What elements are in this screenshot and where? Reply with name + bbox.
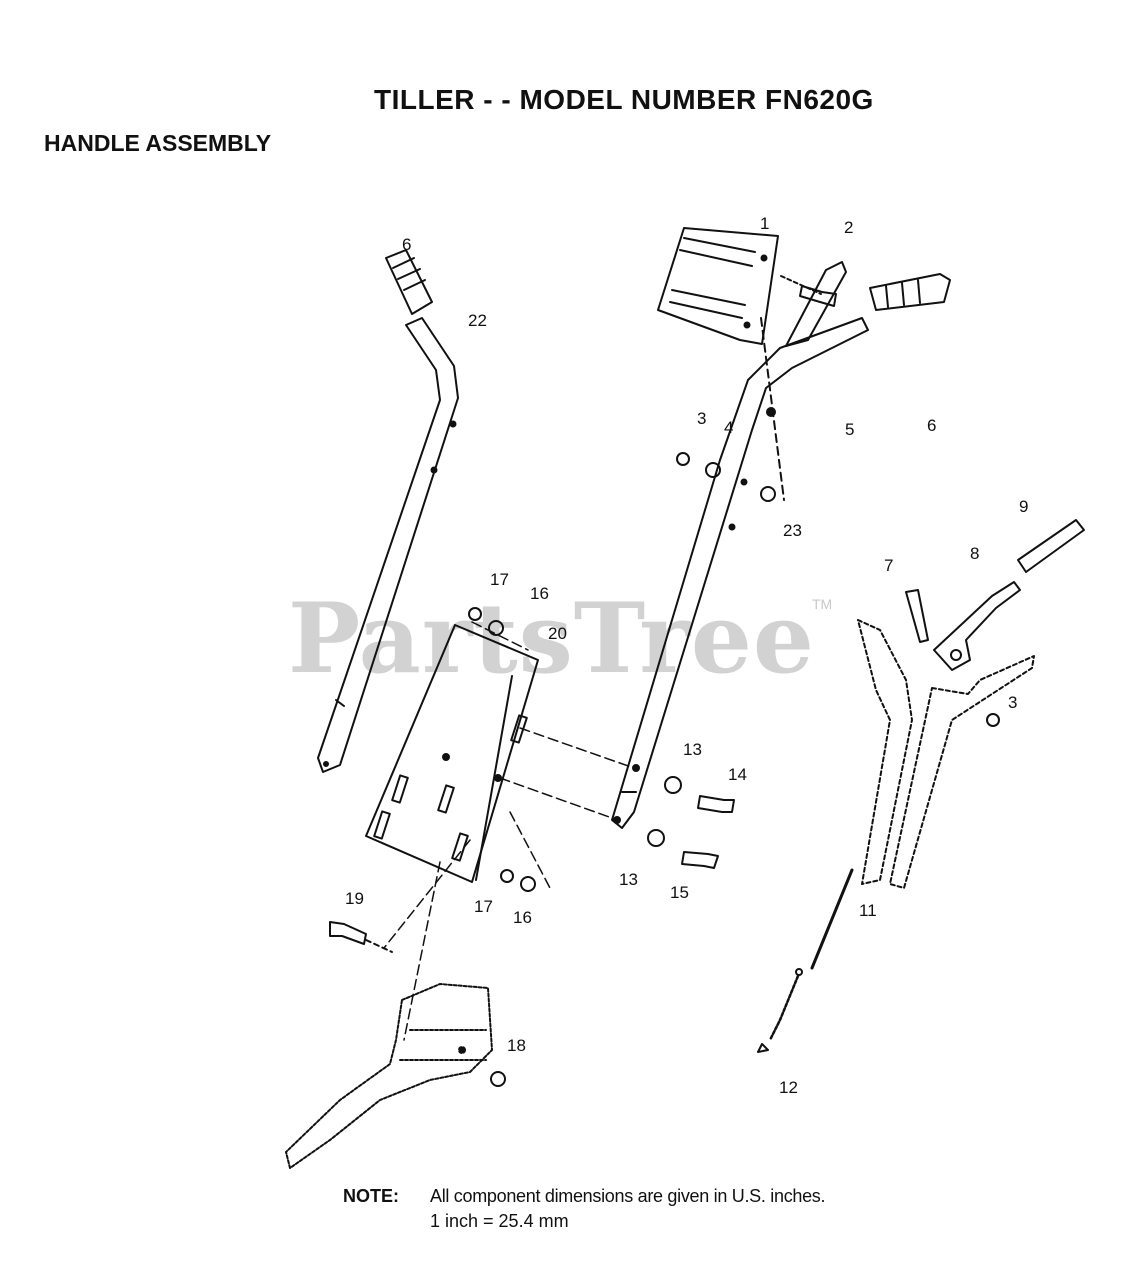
callout-9: 9 [1019, 497, 1029, 516]
callout-1: 1 [760, 214, 770, 233]
callout-13-bottom: 13 [619, 870, 638, 889]
callout-12: 12 [779, 1078, 798, 1097]
watermark: PartsTree [288, 582, 815, 695]
callout-22: 22 [468, 311, 487, 330]
tiller-frame-housing [285, 983, 493, 1169]
note-label: NOTE: [343, 1186, 399, 1206]
callout-14: 14 [728, 765, 747, 784]
note-text-line-1: All component dimensions are given in U.… [430, 1186, 826, 1206]
callout-3-right: 3 [1008, 693, 1018, 712]
callout-17-bottom: 17 [474, 897, 493, 916]
callout-6-right: 6 [927, 416, 937, 435]
nut-part-3 [676, 452, 690, 466]
callout-23: 23 [783, 521, 802, 540]
washer-part-16-top [488, 620, 504, 636]
right-handle-part-5 [611, 317, 869, 829]
callout-16-bottom: 16 [513, 908, 532, 927]
bolt-part-7 [905, 589, 929, 643]
handle-panel-part-20 [365, 624, 539, 883]
spring-part-12 [757, 968, 803, 1053]
page-title: TILLER - - MODEL NUMBER FN620G [374, 84, 874, 115]
cable-handle-part-11 [857, 619, 1035, 889]
bracket-part-1 [657, 227, 779, 345]
bolt-part-14 [697, 795, 735, 813]
shift-lever-part-8 [933, 581, 1021, 671]
bolt-part-15 [681, 851, 719, 869]
callout-20: 20 [548, 624, 567, 643]
callout-17-top: 17 [490, 570, 509, 589]
callout-2: 2 [844, 218, 854, 237]
washer-part-4 [705, 462, 721, 478]
washer-part-13-bottom [647, 829, 665, 847]
note-text-line-2: 1 inch = 25.4 mm [430, 1211, 569, 1231]
grip-part-9 [1017, 519, 1085, 573]
shift-lever [766, 261, 847, 417]
washer-part-13-top [664, 776, 682, 794]
callout-7: 7 [884, 556, 894, 575]
dashed-alignment-lines [383, 621, 635, 1041]
left-handle-part-22 [317, 317, 459, 773]
callout-16-top: 16 [530, 584, 549, 603]
bolt-part-19 [329, 921, 393, 953]
left-grip-part-6 [385, 249, 433, 315]
nut-part-18 [490, 1071, 506, 1087]
washer-part-16-bottom [520, 876, 536, 892]
callout-18: 18 [507, 1036, 526, 1055]
callout-6-left: 6 [402, 235, 412, 254]
callout-15: 15 [670, 883, 689, 902]
watermark-trademark: TM [812, 596, 833, 612]
section-title: HANDLE ASSEMBLY [44, 130, 272, 156]
right-grip-part-6 [869, 273, 951, 311]
callout-11: 11 [859, 901, 877, 920]
callout-8: 8 [970, 544, 980, 563]
callout-5: 5 [845, 420, 855, 439]
callout-19: 19 [345, 889, 364, 908]
nut-part-17-bottom [500, 869, 514, 883]
callout-4: 4 [724, 418, 734, 437]
washer-part-23 [760, 486, 776, 502]
cable-part-11-wire [768, 868, 854, 1042]
nut-part-17-top [468, 607, 482, 621]
nut-part-3-right [986, 713, 1000, 727]
callout-3-upper: 3 [697, 409, 707, 428]
callout-13-top: 13 [683, 740, 702, 759]
